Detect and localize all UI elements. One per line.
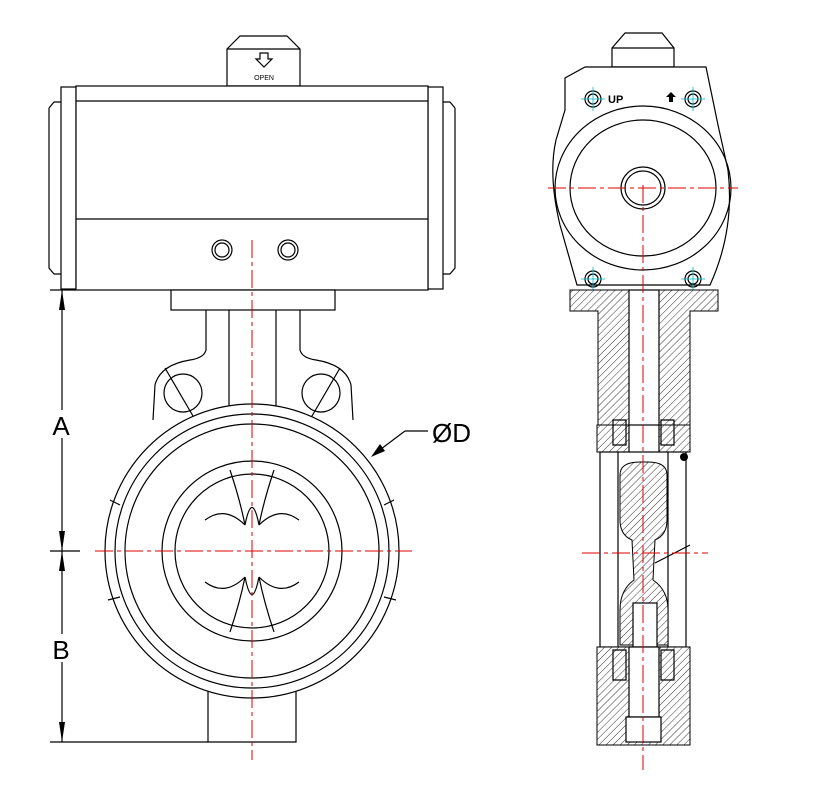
up-arrow-icon [666,92,676,102]
valve-section [569,289,719,746]
disc [204,469,300,633]
front-view: OPEN [48,35,471,760]
dimensions: A B ØD [48,289,471,743]
side-section-view: UP [548,32,738,770]
dimension-b-label: B [52,635,69,665]
dimension-d-label: ØD [432,418,471,448]
down-arrow-icon [254,52,274,68]
dimension-a-label: A [52,411,70,441]
up-label: UP [608,94,623,106]
actuator-end: UP [552,32,732,291]
bolt-icons [581,87,705,291]
position-indicator-cap: OPEN [226,35,301,87]
actuator-body [48,85,456,291]
open-label: OPEN [254,75,274,82]
